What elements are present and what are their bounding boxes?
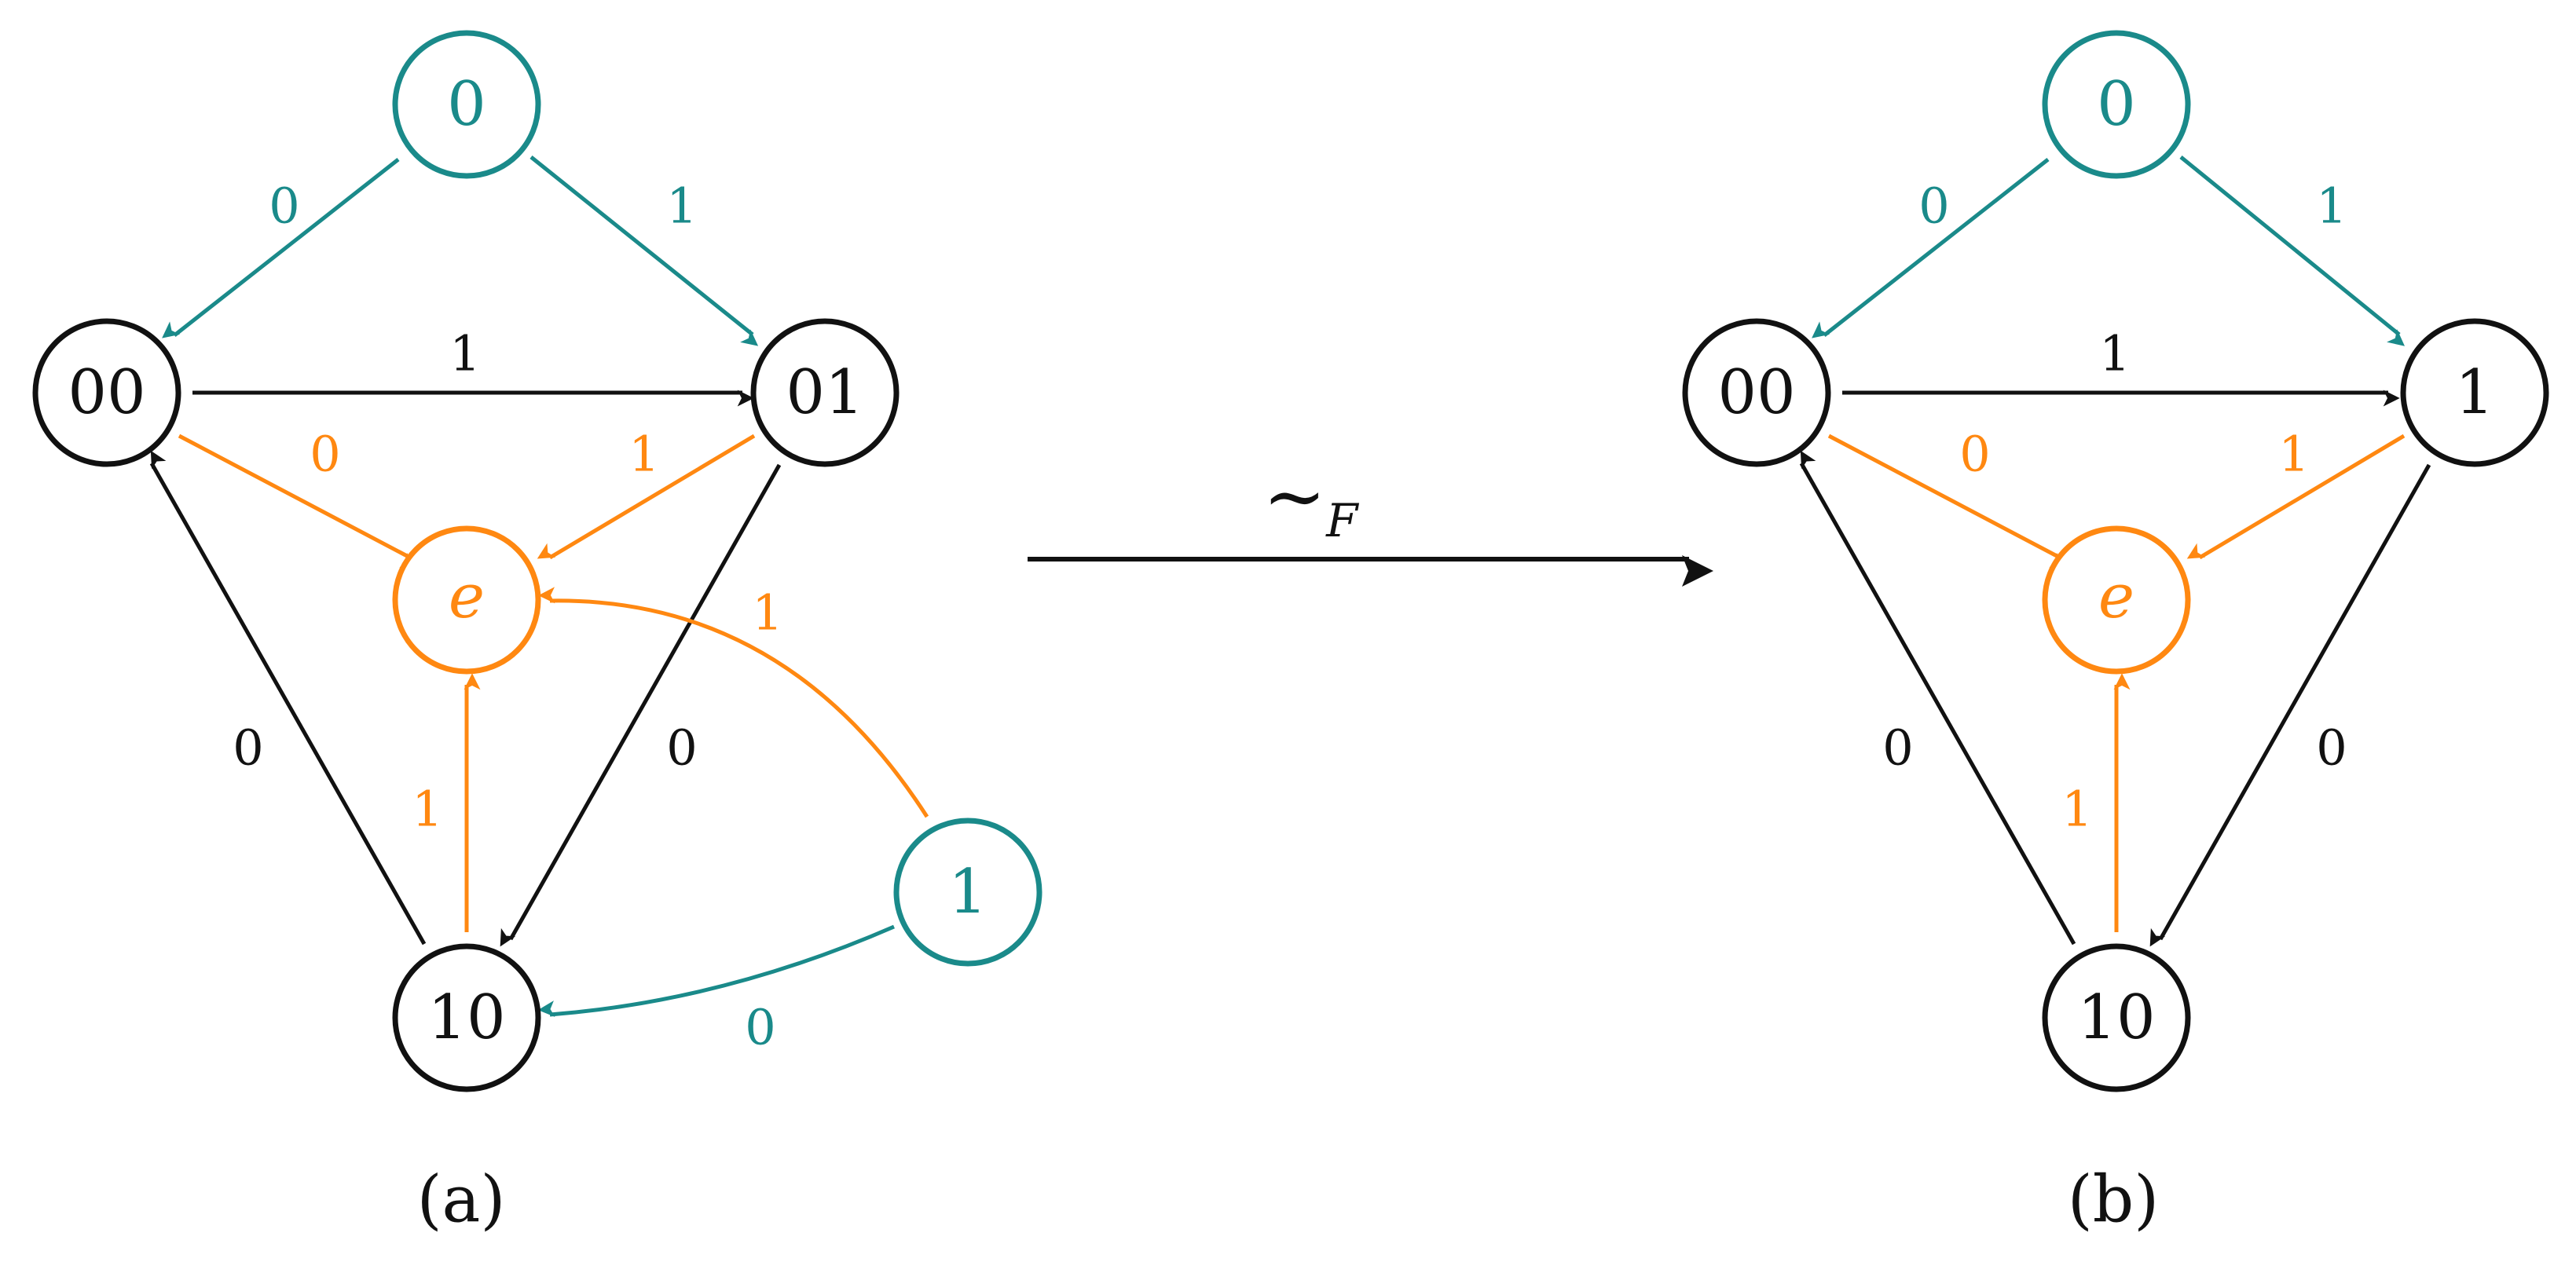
edge-a-start1-to-e-label: 1 bbox=[752, 584, 782, 642]
edge-a-10-to-00-label: 0 bbox=[233, 719, 263, 777]
edge-a-start0-to-01 bbox=[529, 155, 759, 346]
node-a-10 bbox=[392, 943, 541, 1092]
edge-a-start0-to-01-label: 1 bbox=[666, 177, 697, 235]
edge-a-start1-to-10-label: 0 bbox=[745, 999, 775, 1056]
node-labels-b: 0 00 1 e 10 bbox=[1717, 69, 2494, 1053]
edge-labels-a: 0 1 1 0 1 0 0 1 1 0 bbox=[233, 177, 782, 1056]
edge-b-10-to-00-label: 0 bbox=[1882, 719, 1913, 777]
node-b-1-label: 1 bbox=[2455, 357, 2494, 428]
node-labels-a: 0 00 01 e 10 1 bbox=[68, 69, 987, 1053]
diagram-b: 0 00 1 e 10 0 1 1 0 1 0 0 1 (b) bbox=[1682, 30, 2549, 1238]
edge-b-start0-to-00 bbox=[1812, 158, 2050, 338]
edge-b-10-to-e-label: 1 bbox=[2061, 781, 2092, 838]
node-a-start-1 bbox=[893, 818, 1042, 967]
node-b-start-0-label: 0 bbox=[2097, 69, 2136, 140]
edge-b-start0-to-1 bbox=[2179, 155, 2405, 346]
nodes-b bbox=[1682, 30, 2549, 1092]
edge-labels-b: 0 1 1 0 1 0 0 1 bbox=[1882, 177, 2347, 838]
edge-b-00-to-1-label: 1 bbox=[2099, 325, 2130, 382]
node-b-00-label: 00 bbox=[1717, 357, 1795, 428]
edge-a-start1-to-10 bbox=[537, 924, 895, 1018]
edge-a-01-to-10 bbox=[500, 463, 782, 947]
edge-a-01-to-e bbox=[537, 433, 756, 560]
edge-b-start0-to-00-label: 0 bbox=[1918, 177, 1949, 235]
edge-a-10-to-e-label: 1 bbox=[412, 781, 442, 838]
edges-b bbox=[1799, 155, 2431, 947]
node-a-01 bbox=[750, 318, 900, 467]
node-a-00 bbox=[32, 318, 181, 467]
edge-a-start0-to-00-label: 0 bbox=[269, 177, 299, 235]
node-a-e bbox=[392, 525, 541, 675]
node-a-start-0-label: 0 bbox=[447, 69, 486, 140]
edge-a-00-to-e bbox=[178, 433, 418, 569]
edge-a-00-to-01-label: 1 bbox=[449, 325, 480, 382]
node-a-start-0 bbox=[392, 30, 541, 179]
node-b-00 bbox=[1682, 318, 1831, 467]
mapping-label: ∼F bbox=[1263, 452, 1359, 547]
mapping-symbol: ∼ bbox=[1263, 452, 1326, 540]
node-b-1 bbox=[2400, 318, 2549, 467]
edge-b-1-to-e-label: 1 bbox=[2278, 426, 2309, 483]
node-b-e bbox=[2042, 525, 2191, 675]
node-a-00-label: 00 bbox=[68, 357, 145, 428]
caption-b: (b) bbox=[2068, 1163, 2159, 1238]
node-a-start-1-label: 1 bbox=[948, 857, 988, 927]
diagram-a: 0 00 01 e 10 1 0 1 1 0 1 0 0 1 1 0 (a) bbox=[32, 30, 1042, 1238]
edge-b-00-to-e-label: 0 bbox=[1959, 426, 1990, 483]
nodes-a bbox=[32, 30, 1042, 1092]
node-a-10-label: 10 bbox=[427, 982, 505, 1053]
edge-b-00-to-e bbox=[1827, 433, 2068, 569]
caption-a: (a) bbox=[417, 1163, 506, 1238]
edge-b-10-to-00 bbox=[1799, 450, 2076, 946]
mapping: ∼F bbox=[1028, 452, 1713, 587]
edge-b-1-to-10-label: 0 bbox=[2316, 719, 2347, 777]
node-a-e-label: e bbox=[449, 562, 485, 632]
edge-a-10-to-00 bbox=[149, 450, 427, 946]
node-b-e-label: e bbox=[2098, 562, 2134, 632]
edge-b-1-to-10 bbox=[2149, 463, 2431, 947]
edge-a-start1-to-e bbox=[538, 587, 929, 818]
edge-a-00-to-e-label: 0 bbox=[310, 426, 340, 483]
node-b-start-0 bbox=[2042, 30, 2191, 179]
mapping-subscript: F bbox=[1325, 494, 1359, 547]
edge-b-start0-to-1-label: 1 bbox=[2316, 177, 2347, 235]
edge-a-01-to-10-label: 0 bbox=[666, 719, 697, 777]
node-a-01-label: 01 bbox=[786, 357, 863, 428]
edges-a bbox=[149, 155, 929, 1018]
node-b-10 bbox=[2042, 943, 2191, 1092]
node-b-10-label: 10 bbox=[2077, 982, 2155, 1053]
edge-a-start0-to-00 bbox=[162, 158, 400, 338]
edge-b-1-to-e bbox=[2186, 433, 2406, 560]
edge-a-01-to-e-label: 1 bbox=[628, 426, 659, 483]
